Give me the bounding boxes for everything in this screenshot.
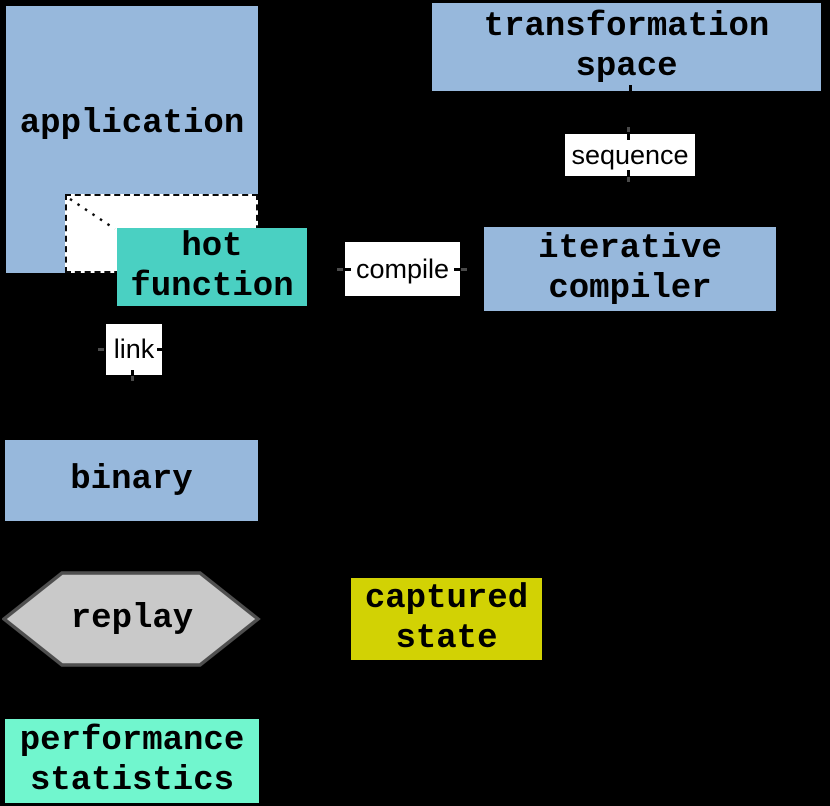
hot-function-node: hot function bbox=[117, 228, 307, 306]
arrow-fragment bbox=[627, 127, 630, 132]
sequence-label-text: sequence bbox=[571, 139, 689, 170]
arrow-fragment bbox=[345, 268, 351, 271]
transformation-space-label: transformation space bbox=[483, 7, 770, 86]
iterative-compiler-node: iterative compiler bbox=[484, 227, 776, 311]
replay-node: replay bbox=[1, 570, 262, 668]
edge-label-sequence: sequence bbox=[565, 134, 695, 176]
arrow-fragment bbox=[157, 348, 162, 351]
binary-label: binary bbox=[70, 461, 193, 500]
link-label-text: link bbox=[113, 334, 155, 364]
replay-hexagon-shape bbox=[1, 571, 261, 667]
cutout-diagonal-dotted-line bbox=[69, 198, 116, 230]
transformation-space-node: transformation space bbox=[432, 3, 821, 91]
arrow-fragment bbox=[454, 268, 460, 271]
arrow-fragment bbox=[461, 268, 467, 271]
application-label: application bbox=[19, 105, 245, 143]
arrow-fragment bbox=[131, 370, 134, 375]
iterative-compiler-label: iterative compiler bbox=[538, 229, 722, 308]
arrow-fragment bbox=[131, 376, 134, 381]
binary-node: binary bbox=[5, 440, 258, 521]
replay-label: replay bbox=[70, 600, 194, 638]
arrow-fragment bbox=[98, 348, 104, 351]
performance-statistics-node: performance statistics bbox=[5, 719, 259, 803]
arrow-fragment bbox=[627, 177, 630, 182]
arrow-fragment bbox=[337, 268, 343, 271]
hot-function-label: hot function bbox=[130, 227, 294, 306]
edge-label-compile: compile bbox=[345, 242, 460, 296]
captured-state-node: captured state bbox=[351, 578, 542, 660]
performance-statistics-label: performance statistics bbox=[19, 721, 245, 800]
arrow-fragment bbox=[627, 134, 630, 140]
edge-label-link: link bbox=[106, 324, 162, 375]
compile-label-text: compile bbox=[355, 253, 450, 284]
arrow-fragment bbox=[629, 85, 632, 91]
captured-state-label: captured state bbox=[364, 579, 529, 658]
arrow-fragment bbox=[627, 170, 630, 176]
